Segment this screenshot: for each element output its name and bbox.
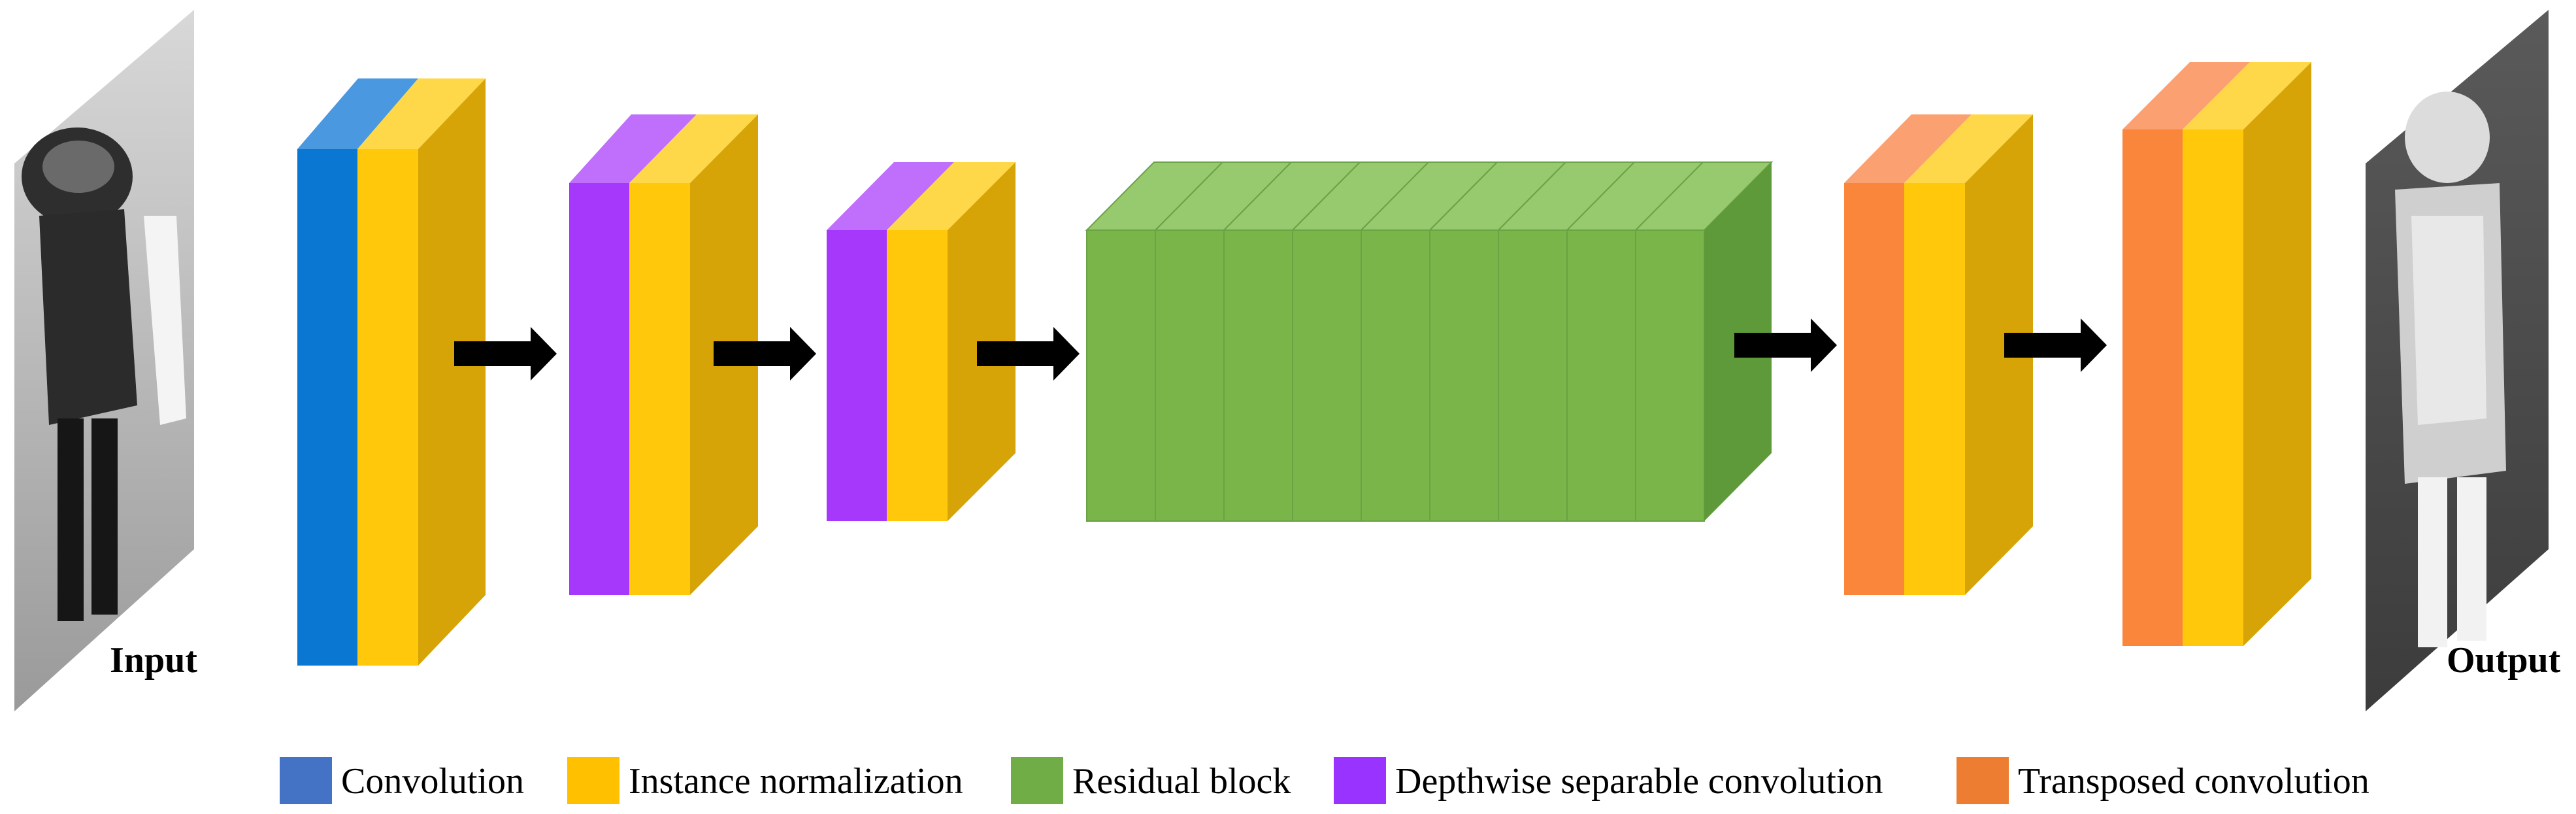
conv-layer-top xyxy=(297,78,418,149)
norm-layer-front xyxy=(2183,129,2243,646)
norm-layer-top xyxy=(887,162,1016,230)
svg-text:Convolution: Convolution xyxy=(341,761,524,802)
transposed-layer-top xyxy=(1844,114,1972,183)
svg-text:Transposed convolution: Transposed convolution xyxy=(2018,761,2370,802)
norm-layer-side xyxy=(1965,114,2033,595)
arrow-3 xyxy=(977,327,1080,381)
residual-block xyxy=(1291,161,1430,522)
arrow-5 xyxy=(2004,318,2107,372)
conv-layer-front xyxy=(297,149,357,666)
norm-layer-front xyxy=(1904,183,1965,595)
residual-block xyxy=(1565,161,1705,522)
depthwise-layer-front xyxy=(827,230,887,521)
legend-item-transposed-convolution: Transposed convolution xyxy=(1957,757,2370,804)
residual-block xyxy=(1222,161,1362,522)
legend-item-residual-block: Residual block xyxy=(1011,757,1291,804)
residual-block xyxy=(1359,161,1499,522)
input-image xyxy=(14,10,194,711)
output-image xyxy=(2366,10,2549,711)
norm-layer-top xyxy=(357,78,486,149)
svg-text:Instance normalization: Instance normalization xyxy=(629,761,963,802)
norm-layer-side xyxy=(418,78,486,666)
depthwise-layer-top xyxy=(569,114,697,183)
residual-block xyxy=(1634,161,1774,522)
decoder-block-transposed-2 xyxy=(2122,62,2311,646)
residual-block xyxy=(1496,161,1636,522)
legend-item-instance-normalization: Instance normalization xyxy=(567,757,963,804)
residual-block xyxy=(1428,161,1568,522)
legend-item-depthwise-separable-convolution: Depthwise separable convolution xyxy=(1334,757,1883,804)
transposed-layer-front xyxy=(1844,183,1904,595)
svg-text:Depthwise separable convolutio: Depthwise separable convolution xyxy=(1395,761,1883,802)
norm-layer-front xyxy=(629,183,690,595)
norm-layer-front xyxy=(887,230,948,521)
arrow-1 xyxy=(454,327,557,381)
svg-text:Residual block: Residual block xyxy=(1072,761,1291,802)
norm-layer-side xyxy=(2243,62,2311,646)
residual-block xyxy=(1085,161,1225,522)
norm-layer-top xyxy=(1904,114,2033,183)
norm-layer-top xyxy=(629,114,758,183)
legend: Convolution Instance normalization Resid… xyxy=(280,757,2370,804)
depthwise-layer-front xyxy=(569,183,629,595)
norm-layer-top xyxy=(2183,62,2311,129)
encoder-block-conv xyxy=(297,78,486,666)
arrow-4 xyxy=(1734,318,1837,372)
transposed-layer-top xyxy=(2122,62,2250,129)
legend-item-convolution: Convolution xyxy=(280,757,524,804)
output-label: Output xyxy=(2447,640,2561,681)
residual-blocks xyxy=(1085,161,1774,522)
norm-layer-front xyxy=(357,149,418,666)
output-person-figure xyxy=(2395,92,2506,647)
residual-block xyxy=(1153,161,1293,522)
input-label: Input xyxy=(110,640,197,681)
flow-arrows xyxy=(454,318,2107,381)
input-person-figure xyxy=(22,127,186,621)
encoder-block-depthwise-1 xyxy=(569,114,758,595)
arrow-2 xyxy=(714,327,816,381)
decoder-block-transposed-1 xyxy=(1844,114,2033,595)
depthwise-layer-top xyxy=(827,162,954,230)
transposed-layer-front xyxy=(2122,129,2183,646)
